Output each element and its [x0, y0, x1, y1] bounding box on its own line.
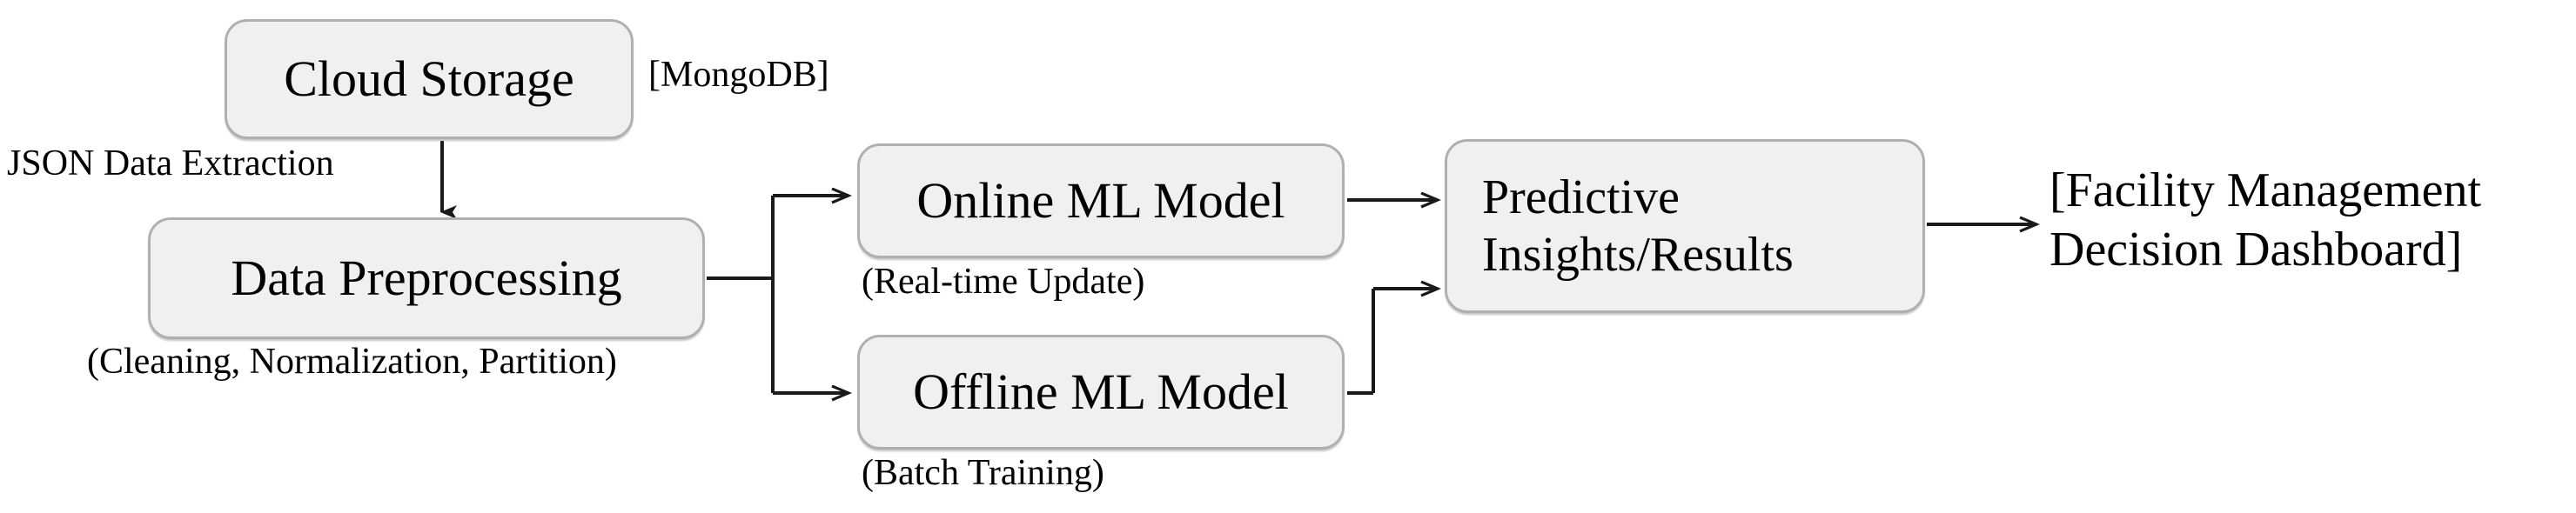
- caption-mongodb: [MongoDB]: [648, 55, 829, 95]
- node-predictive-insights-label: Predictive Insights/Results: [1482, 170, 1794, 282]
- node-offline-ml-model-label: Offline ML Model: [913, 363, 1289, 420]
- node-data-preprocessing-label: Data Preprocessing: [231, 249, 622, 306]
- node-offline-ml-model[interactable]: Offline ML Model: [857, 335, 1345, 450]
- caption-online-ml-model: (Real-time Update): [862, 262, 1145, 302]
- node-online-ml-model[interactable]: Online ML Model: [857, 143, 1345, 258]
- node-online-ml-model-label: Online ML Model: [916, 171, 1285, 229]
- caption-data-preprocessing: (Cleaning, Normalization, Partition): [87, 342, 617, 382]
- caption-offline-ml-model: (Batch Training): [862, 453, 1104, 493]
- node-cloud-storage-label: Cloud Storage: [284, 50, 574, 107]
- edge-label-json-data-extraction: JSON Data Extraction: [7, 143, 334, 183]
- node-predictive-insights[interactable]: Predictive Insights/Results: [1445, 139, 1925, 313]
- edge-offline-to-predictive: [1347, 289, 1438, 395]
- edge-preprocessing-branch: [707, 196, 849, 393]
- node-data-preprocessing[interactable]: Data Preprocessing: [148, 217, 705, 339]
- text-facility-management-dashboard: [Facility Management Decision Dashboard]: [2049, 163, 2482, 277]
- node-cloud-storage[interactable]: Cloud Storage: [225, 19, 634, 139]
